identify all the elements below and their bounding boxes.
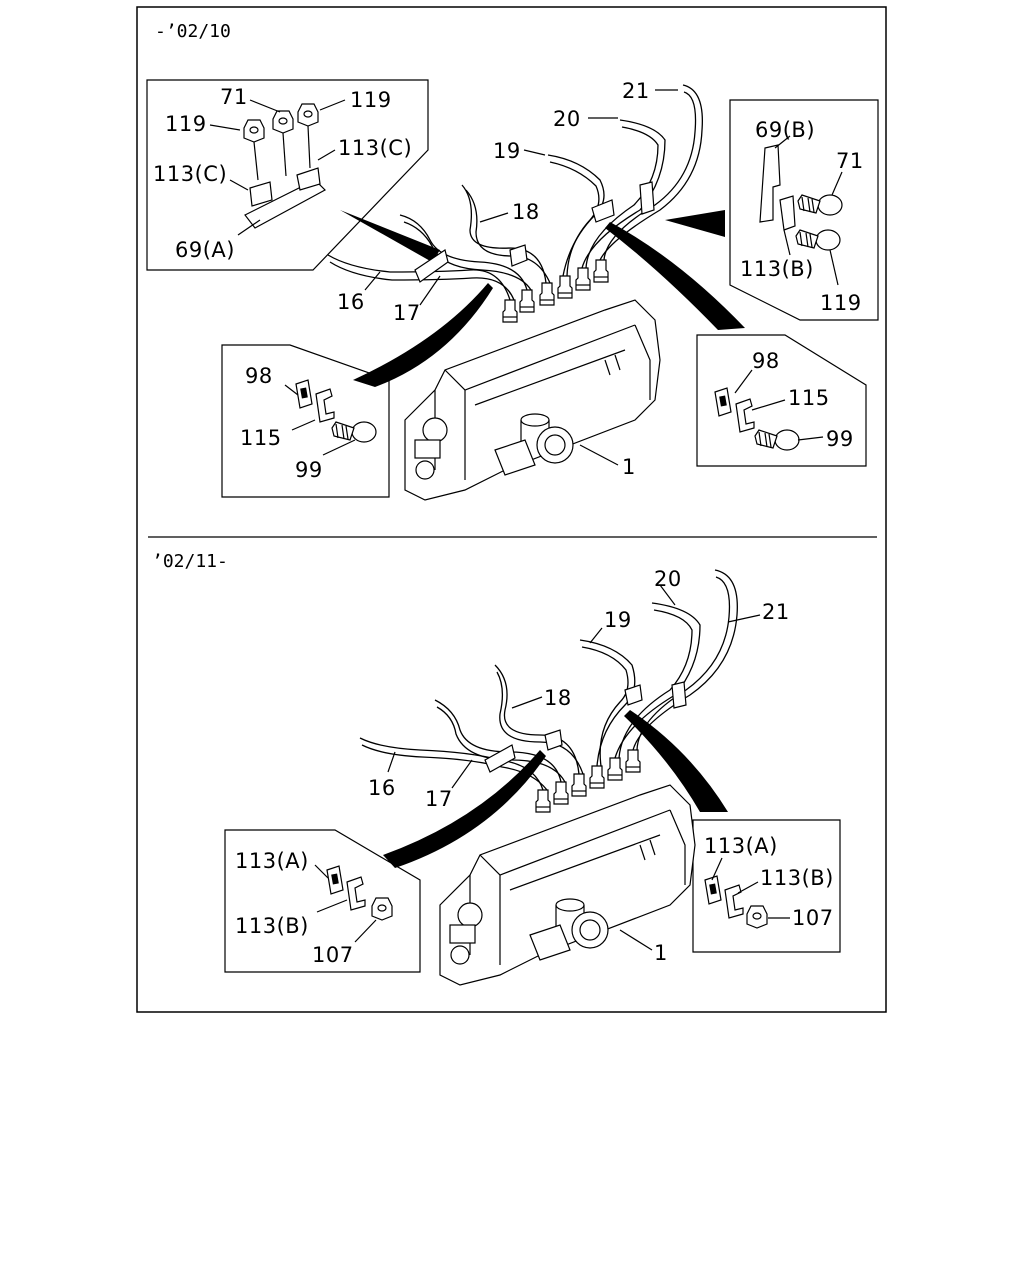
label-113a: 113(A) (235, 849, 309, 873)
label-113a: 113(A) (704, 834, 778, 858)
label-113b: 113(B) (740, 257, 814, 281)
label-99: 99 (295, 458, 323, 482)
injection-pipes (359, 569, 738, 791)
section-after: ’02/11- 113(A) 113(B) 107 113(A) 113(B) (152, 551, 841, 986)
inset-right: 113(A) 113(B) 107 (692, 819, 841, 953)
callout-wedge (665, 210, 725, 237)
label-113b: 113(B) (760, 866, 834, 890)
label-113b: 113(B) (235, 914, 309, 938)
label-113c: 113(C) (338, 136, 412, 160)
label-18: 18 (512, 200, 540, 224)
label-17: 17 (425, 787, 453, 811)
label-21: 21 (762, 600, 790, 624)
inset-top-right: 69(B) 71 113(B) 119 (729, 99, 879, 321)
label-19: 19 (604, 608, 632, 632)
label-98: 98 (752, 349, 780, 373)
callout-wedge (624, 710, 728, 812)
callout-wedge (353, 283, 493, 387)
label-107: 107 (312, 943, 354, 967)
label-16: 16 (368, 776, 396, 800)
label-16: 16 (337, 290, 365, 314)
label-119: 119 (165, 112, 207, 136)
label-20: 20 (654, 567, 682, 591)
callout-wedge (605, 222, 745, 330)
label-18: 18 (544, 686, 572, 710)
label-98: 98 (245, 364, 273, 388)
label-1: 1 (622, 455, 636, 479)
label-19: 19 (493, 139, 521, 163)
inset-bottom-left: 98 115 99 (221, 344, 390, 498)
callout-wedge (340, 210, 440, 262)
label-99: 99 (826, 427, 854, 451)
label-115: 115 (240, 426, 282, 450)
inset-top-left: 71 119 119 113(C) 113(C) 69(A) (146, 79, 429, 271)
label-21: 21 (622, 79, 650, 103)
label-1: 1 (654, 941, 668, 965)
inset-bottom-right: 98 115 99 (696, 334, 867, 467)
frame (136, 6, 887, 1013)
injection-pipes (327, 84, 704, 301)
label-69b: 69(B) (755, 118, 815, 142)
section-title-after: ’02/11- (152, 551, 228, 572)
inset-left: 113(A) 113(B) 107 (224, 829, 421, 973)
label-119: 119 (350, 88, 392, 112)
section-before: -’02/10 71 119 119 113(C) 113(C) 69(A) (146, 21, 879, 501)
label-71: 71 (836, 149, 864, 173)
label-119: 119 (820, 291, 862, 315)
label-20: 20 (553, 107, 581, 131)
delivery-valves (502, 259, 609, 323)
label-71: 71 (220, 85, 248, 109)
callout-wedge (383, 750, 546, 868)
label-17: 17 (393, 301, 421, 325)
label-107: 107 (792, 906, 834, 930)
label-69a: 69(A) (175, 238, 235, 262)
label-115: 115 (788, 386, 830, 410)
label-113c: 113(C) (153, 162, 227, 186)
section-title-before: -’02/10 (155, 21, 231, 42)
